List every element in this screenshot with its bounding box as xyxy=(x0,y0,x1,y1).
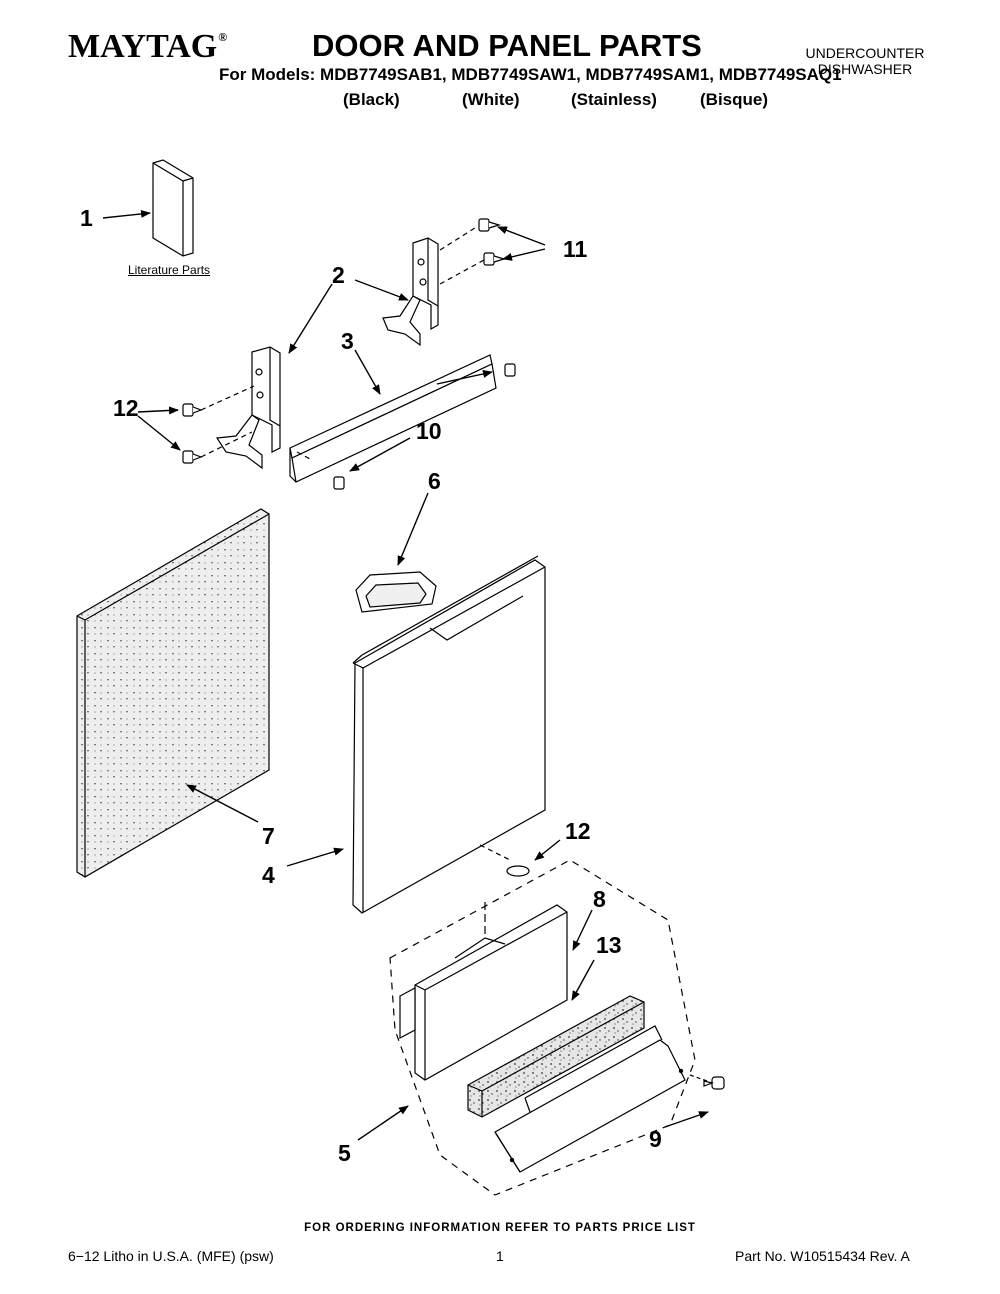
callout-4: 4 xyxy=(262,862,275,888)
color-stainless: (Stainless) xyxy=(571,90,657,109)
callout-12-door: 12 xyxy=(565,818,591,844)
callout-6: 6 xyxy=(428,468,441,494)
callout-7: 7 xyxy=(262,823,275,849)
color-bisque: (Bisque) xyxy=(700,90,768,109)
callout-5: 5 xyxy=(338,1140,351,1166)
literature-parts-label: Literature Parts xyxy=(128,263,211,277)
page-title: DOOR AND PANEL PARTS xyxy=(312,28,702,63)
callout-10: 10 xyxy=(416,418,442,444)
literature-book xyxy=(152,159,194,257)
insulation-panel xyxy=(76,508,270,878)
foam-strip xyxy=(467,995,645,1118)
callout-12-left: 12 xyxy=(113,395,139,421)
part-number: Part No. W10515434 Rev. A xyxy=(735,1248,910,1264)
callout-11: 11 xyxy=(563,236,588,262)
callout-13: 13 xyxy=(596,932,622,958)
callout-8: 8 xyxy=(593,886,606,912)
bracket-left xyxy=(215,346,281,470)
color-black: (Black) xyxy=(343,90,400,109)
leader-arrows xyxy=(102,209,709,1141)
bracket-right xyxy=(382,237,439,347)
outer-door-panel xyxy=(352,555,546,914)
litho-note: 6−12 Litho in U.S.A. (MFE) (psw) xyxy=(68,1248,274,1264)
model-list: For Models: MDB7749SAB1, MDB7749SAW1, MD… xyxy=(219,65,842,84)
callout-9: 9 xyxy=(649,1126,662,1152)
brand-logo: MAYTAG® xyxy=(68,28,228,65)
handle-cup xyxy=(355,571,437,613)
page-number: 1 xyxy=(496,1248,504,1264)
ordering-info: FOR ORDERING INFORMATION REFER TO PARTS … xyxy=(304,1222,696,1234)
color-white: (White) xyxy=(462,90,520,109)
product-category: UNDERCOUNTER DISHWASHER xyxy=(805,45,925,77)
console-panel xyxy=(399,902,568,1081)
callout-1: 1 xyxy=(80,205,93,231)
plug-oval xyxy=(506,865,530,877)
bottom-panel xyxy=(494,1025,711,1173)
callout-3: 3 xyxy=(341,328,354,354)
callout-2: 2 xyxy=(332,262,345,288)
control-panel-outline xyxy=(389,859,696,1196)
top-channel xyxy=(289,354,497,483)
